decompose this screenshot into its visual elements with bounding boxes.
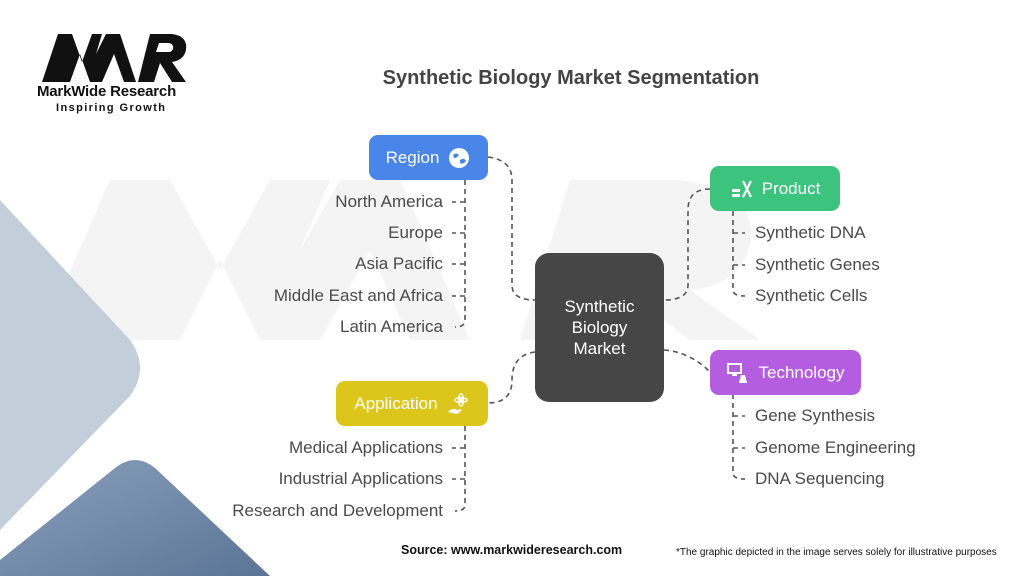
region-item: Asia Pacific (355, 254, 443, 273)
technology-item: Gene Synthesis (755, 406, 876, 425)
region-label: Region (385, 147, 440, 167)
region-node: Region (369, 135, 488, 180)
disclaimer-text: *The graphic depicted in the image serve… (676, 547, 997, 558)
application-item: Research and Development (232, 501, 443, 520)
brand-tagline: Inspiring Growth (56, 102, 167, 114)
product-node: Product (710, 166, 840, 211)
globe-icon (449, 147, 470, 168)
region-item: North America (335, 192, 443, 211)
region-item: Latin America (340, 317, 443, 336)
brand-name: MarkWide Research (37, 83, 177, 100)
brand-logo (42, 34, 187, 82)
region-item: Middle East and Africa (273, 286, 443, 305)
center-node: Synthetic Biology Market (535, 253, 664, 402)
light-diagonal-shape (0, 200, 140, 530)
product-item: Synthetic DNA (755, 223, 866, 242)
product-item: Synthetic Cells (755, 286, 868, 305)
technology-item: DNA Sequencing (755, 469, 885, 488)
application-node: Application (336, 381, 488, 426)
application-item: Industrial Applications (278, 469, 443, 488)
page-title: Synthetic Biology Market Segmentation (382, 67, 760, 89)
connectors (452, 156, 746, 512)
dark-diagonal-shape (0, 460, 270, 576)
product-item: Synthetic Genes (755, 255, 880, 274)
dna-tools-icon (731, 180, 752, 197)
application-item: Medical Applications (288, 438, 443, 457)
application-label: Application (354, 393, 438, 413)
technology-node: Technology (710, 350, 861, 395)
source-text: Source: www.markwideresearch.com (401, 543, 623, 557)
product-label: Product (761, 178, 821, 198)
technology-item: Genome Engineering (755, 438, 916, 457)
technology-label: Technology (758, 362, 845, 382)
region-item: Europe (388, 223, 443, 242)
center-label: Synthetic Biology Market (564, 297, 635, 358)
computer-lab-icon (727, 362, 748, 383)
atom-hand-icon (447, 392, 468, 414)
